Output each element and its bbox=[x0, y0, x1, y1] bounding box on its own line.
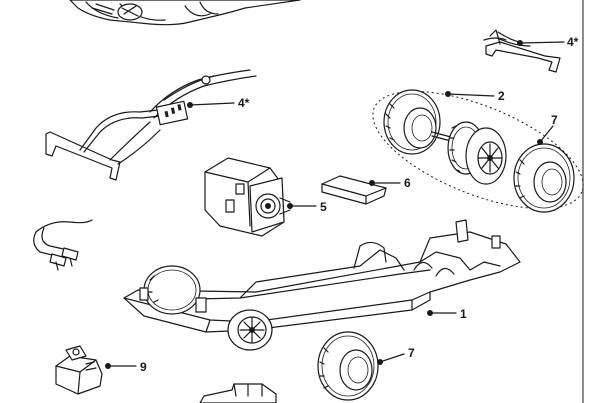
motor-part bbox=[204, 157, 291, 237]
lead-wires-part bbox=[33, 219, 93, 271]
wire-harness-part bbox=[45, 69, 257, 181]
callout-axle-assembly: 2 bbox=[445, 89, 505, 103]
callout-label-wire-harness: 4* bbox=[238, 96, 250, 110]
callout-label-tyre-bottom: 7 bbox=[408, 346, 415, 360]
guide-pickup-part bbox=[55, 345, 103, 395]
callout-wire-harness: 4* bbox=[187, 96, 250, 110]
callout-guide-blade: 4* bbox=[517, 35, 579, 49]
guide-blade-part bbox=[483, 29, 561, 73]
car-body-part bbox=[69, 0, 301, 26]
callout-label-guide-blade: 4* bbox=[567, 35, 579, 49]
callout-label-pad: 6 bbox=[404, 176, 411, 190]
callout-label-chassis: 1 bbox=[460, 307, 467, 321]
bottom-part bbox=[199, 383, 277, 403]
callout-label-pickup: 9 bbox=[140, 360, 147, 374]
callout-label-axle-assembly: 2 bbox=[498, 89, 505, 103]
callout-chassis: 1 bbox=[427, 307, 467, 321]
pad-part bbox=[321, 175, 387, 205]
chassis-part bbox=[123, 219, 521, 351]
callout-motor: 5 bbox=[287, 200, 327, 214]
callout-tyre-bottom: 7 bbox=[377, 346, 415, 365]
callout-label-tyre-top: 7 bbox=[551, 113, 558, 127]
callout-pickup: 9 bbox=[105, 360, 147, 374]
callout-tyre-top: 7 bbox=[537, 113, 558, 145]
callout-label-motor: 5 bbox=[320, 200, 327, 214]
callout-pad: 6 bbox=[369, 176, 411, 190]
rear-axle-assembly-part bbox=[372, 89, 584, 213]
spare-tyre-part bbox=[317, 331, 379, 401]
